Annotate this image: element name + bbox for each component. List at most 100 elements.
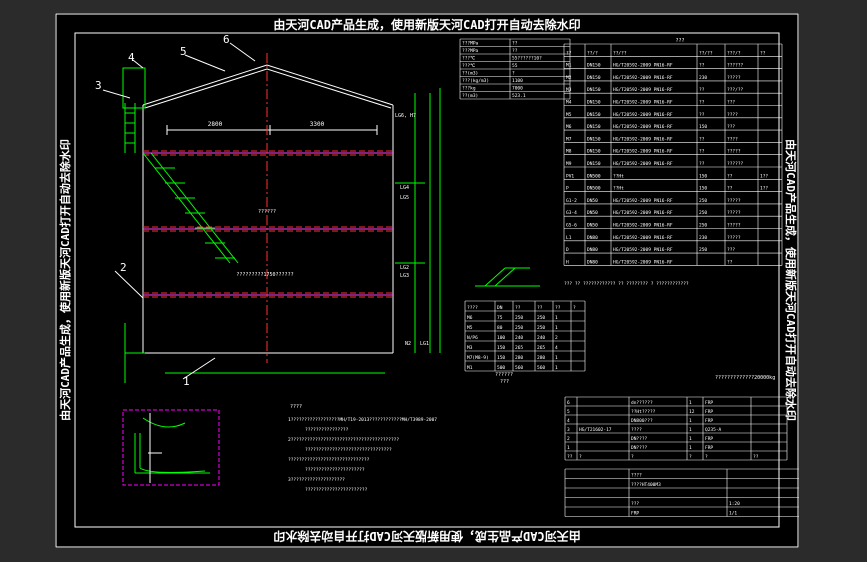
nozzle-cell: 250 [699,247,707,253]
level-lg3: LG3 [400,273,409,279]
watermark-left: 由天河CAD产品生成，使用新版天河CAD打开自动去除水印 [58,139,72,421]
drawing-sheet: 由天河CAD产品生成，使用新版天河CAD打开自动去除水印 由天河CAD产品生成，… [55,13,816,548]
nozzle-cell: M6 [566,124,572,130]
note-line: ???????????????? [305,427,349,433]
small-table-cell: 280 [515,355,523,361]
small-table-cell: ???? [467,305,478,311]
bom-cell: FRP [705,418,713,424]
note-line: 2???????????????????????????????????????… [288,437,399,443]
small-table-cell: M6 [467,315,473,321]
nozzle-cell: HG/T20592-2009 PN16-RF [613,100,673,106]
nozzle-cell: 150 [699,186,707,192]
level-lg1: LG1 [420,341,429,347]
spec-cell: ???(kg/m3) [462,78,489,84]
dimension-lines [124,88,441,383]
nozzle-cell: ?? [699,87,705,93]
bom-cell: FRP [705,436,713,442]
note-line: ??????????????????????? [305,487,368,493]
small-table-cell: M1 [467,365,473,371]
bom-cell: DN???? [631,445,648,451]
nozzle-cell: HG/T20592-2009 PN16-RF [613,259,673,265]
level-lg4: LG4 [400,185,409,191]
nozzle-cell: 150 [699,124,707,130]
cad-drawing: 由天河CAD产品生成，使用新版天河CAD打开自动去除水印 由天河CAD产品生成，… [55,13,816,548]
nozzle-cell: ??/?? [699,50,713,56]
nozzle-cell: PV1 [566,173,574,179]
nozzle-cell: ?????? [727,161,744,167]
title-block-cell: FRP [631,511,639,517]
nozzle-cell: ???? [727,112,738,118]
bom-cell: 1 [689,445,692,451]
watermark-top: 由天河CAD产品生成，使用新版天河CAD打开自动去除水印 [273,17,580,32]
bom-cell: ???? [631,427,642,433]
nozzle-cell: 150 [699,173,707,179]
watermark-right: 由天河CAD产品生成，使用新版天河CAD打开自动去除水印 [784,139,798,421]
nozzle-cell: 250 [699,210,707,216]
detail-box [122,409,220,486]
nozzle-cell: 230 [699,75,707,81]
small-table-cell: 250 [515,315,523,321]
small-table-cell: 250 [537,315,545,321]
small-table-cell: M7(M8-9) [467,355,489,361]
small-table-cell: 150 [497,355,505,361]
level-lg6: LG6, H7 [395,113,416,119]
small-table-cell: M3 [467,345,473,351]
fill-label: ?????????1750?????? [236,272,293,278]
nozzle-cell: HG/T20592-2009 PN16-RF [613,87,673,93]
nozzle-cell: ????? [727,75,741,81]
nozzle-cell: HG/T20592-2009 PN16-RF [613,75,673,81]
nozzle-cell: ?? [566,50,572,56]
nozzle-note: ??? ?? ???????????? ?? ???????? ? ??????… [564,281,689,287]
bom-cell: FRP [705,400,713,406]
callout-3: 3 [95,79,102,92]
title-block-cell: 1:20 [729,501,740,507]
bom-cell: 2 [567,436,570,442]
bom-cell: Q235-A [705,427,722,433]
small-table-cell: 80 [497,325,503,331]
callout-1: 1 [183,375,190,388]
nozzle-cell: HG/T20592-2009 PN16-RF [613,223,673,229]
bom-cell: ?? [753,454,759,460]
callout-leaders [102,42,256,380]
nozzle-cell: DN500 [587,186,601,192]
title-block-cell: 1/1 [729,511,737,517]
nozzle-cell: G1-2 [566,198,577,204]
small-table-cell: 100 [497,335,505,341]
small-table-cell: 1 [555,365,558,371]
small-table-cell: N/P6 [467,335,478,341]
nozzle-cell: HG/T20592-2009 PN16-RF [613,63,673,69]
spec-cell: 7000 [512,86,523,92]
nozzle-cell: DN500 [587,173,601,179]
bom-cell: ? [631,454,634,460]
nozzle-cell: M5 [566,112,572,118]
nozzle-cell: 230 [699,235,707,241]
bom-cell: DN800??? [631,418,653,424]
small-table-cell: 240 [515,335,523,341]
bom-cell: HG/T21602-17 [579,427,612,433]
nozzle-cell: ?? [699,149,705,155]
bom-cell: FRP [705,409,713,415]
bom-cell: 5 [567,409,570,415]
nozzle-cell: M9 [566,161,572,167]
nozzle-cell: ????? [727,210,741,216]
inner-frame [74,32,780,528]
nozzle-cell: ??? [727,247,735,253]
nozzle-cell: DN50 [587,223,598,229]
nozzle-cell: ??Ht [613,173,624,179]
bom-cell: 1 [689,418,692,424]
nozzle-cell: ??/?? [613,50,627,56]
small-table-cell: ?? [515,305,521,311]
nozzle-cell: DN80 [587,235,598,241]
nozzle-cell: ?????? [727,63,744,69]
nozzle-cell: ???? [727,136,738,142]
bom-cell: 1 [689,400,692,406]
title-block-cell: ??? [631,501,639,507]
level-lg5: LG5 [400,195,409,201]
dim-2800: 2800 [208,121,223,128]
nozzle-cell: H [566,259,569,265]
bom-cell: ?? [567,454,573,460]
